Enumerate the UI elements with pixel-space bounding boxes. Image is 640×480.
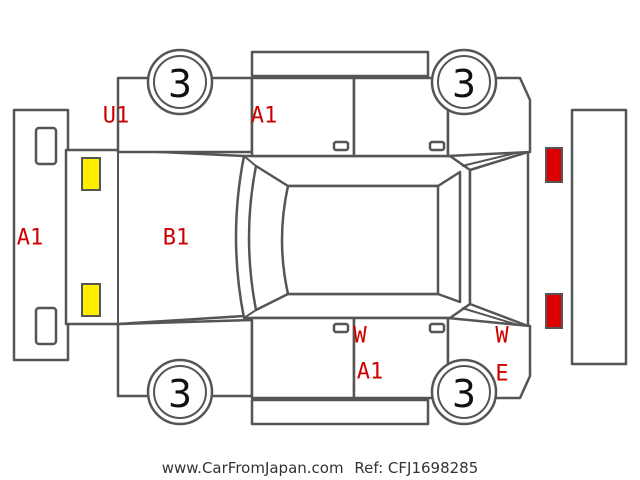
right-headlight xyxy=(81,283,101,317)
front-bumper xyxy=(12,108,70,362)
tyre-front-left-grade: 3 xyxy=(168,62,192,106)
code-right-door-1: W xyxy=(353,324,367,349)
tyre-front-right-grade: 3 xyxy=(168,372,192,416)
trunk xyxy=(461,149,530,329)
code-right-door-2: A1 xyxy=(357,360,384,385)
code-right-rear-1: W xyxy=(495,324,509,349)
tyre-rear-left-grade: 3 xyxy=(452,62,476,106)
tyre-rear-left: 3 xyxy=(430,48,498,116)
footer-reference: Ref: CFJ1698285 xyxy=(354,459,478,477)
code-front-bumper: A1 xyxy=(17,226,44,251)
roof-and-windows xyxy=(234,154,472,320)
code-left-front-door: A1 xyxy=(251,104,278,129)
tyre-front-left: 3 xyxy=(146,48,214,116)
code-left-headlight: U1 xyxy=(103,104,130,129)
right-taillight xyxy=(545,293,563,329)
code-hood: B1 xyxy=(163,226,190,251)
tyre-rear-right: 3 xyxy=(430,358,498,426)
rear-bumper xyxy=(570,108,628,366)
footer-line: www.CarFromJapan.com Ref: CFJ1698285 xyxy=(162,459,479,477)
tyre-front-right: 3 xyxy=(146,358,214,426)
left-taillight xyxy=(545,147,563,183)
footer-source: www.CarFromJapan.com xyxy=(162,459,344,477)
tyre-rear-right-grade: 3 xyxy=(452,372,476,416)
left-headlight xyxy=(81,157,101,191)
code-right-rear-2: E xyxy=(495,362,508,387)
